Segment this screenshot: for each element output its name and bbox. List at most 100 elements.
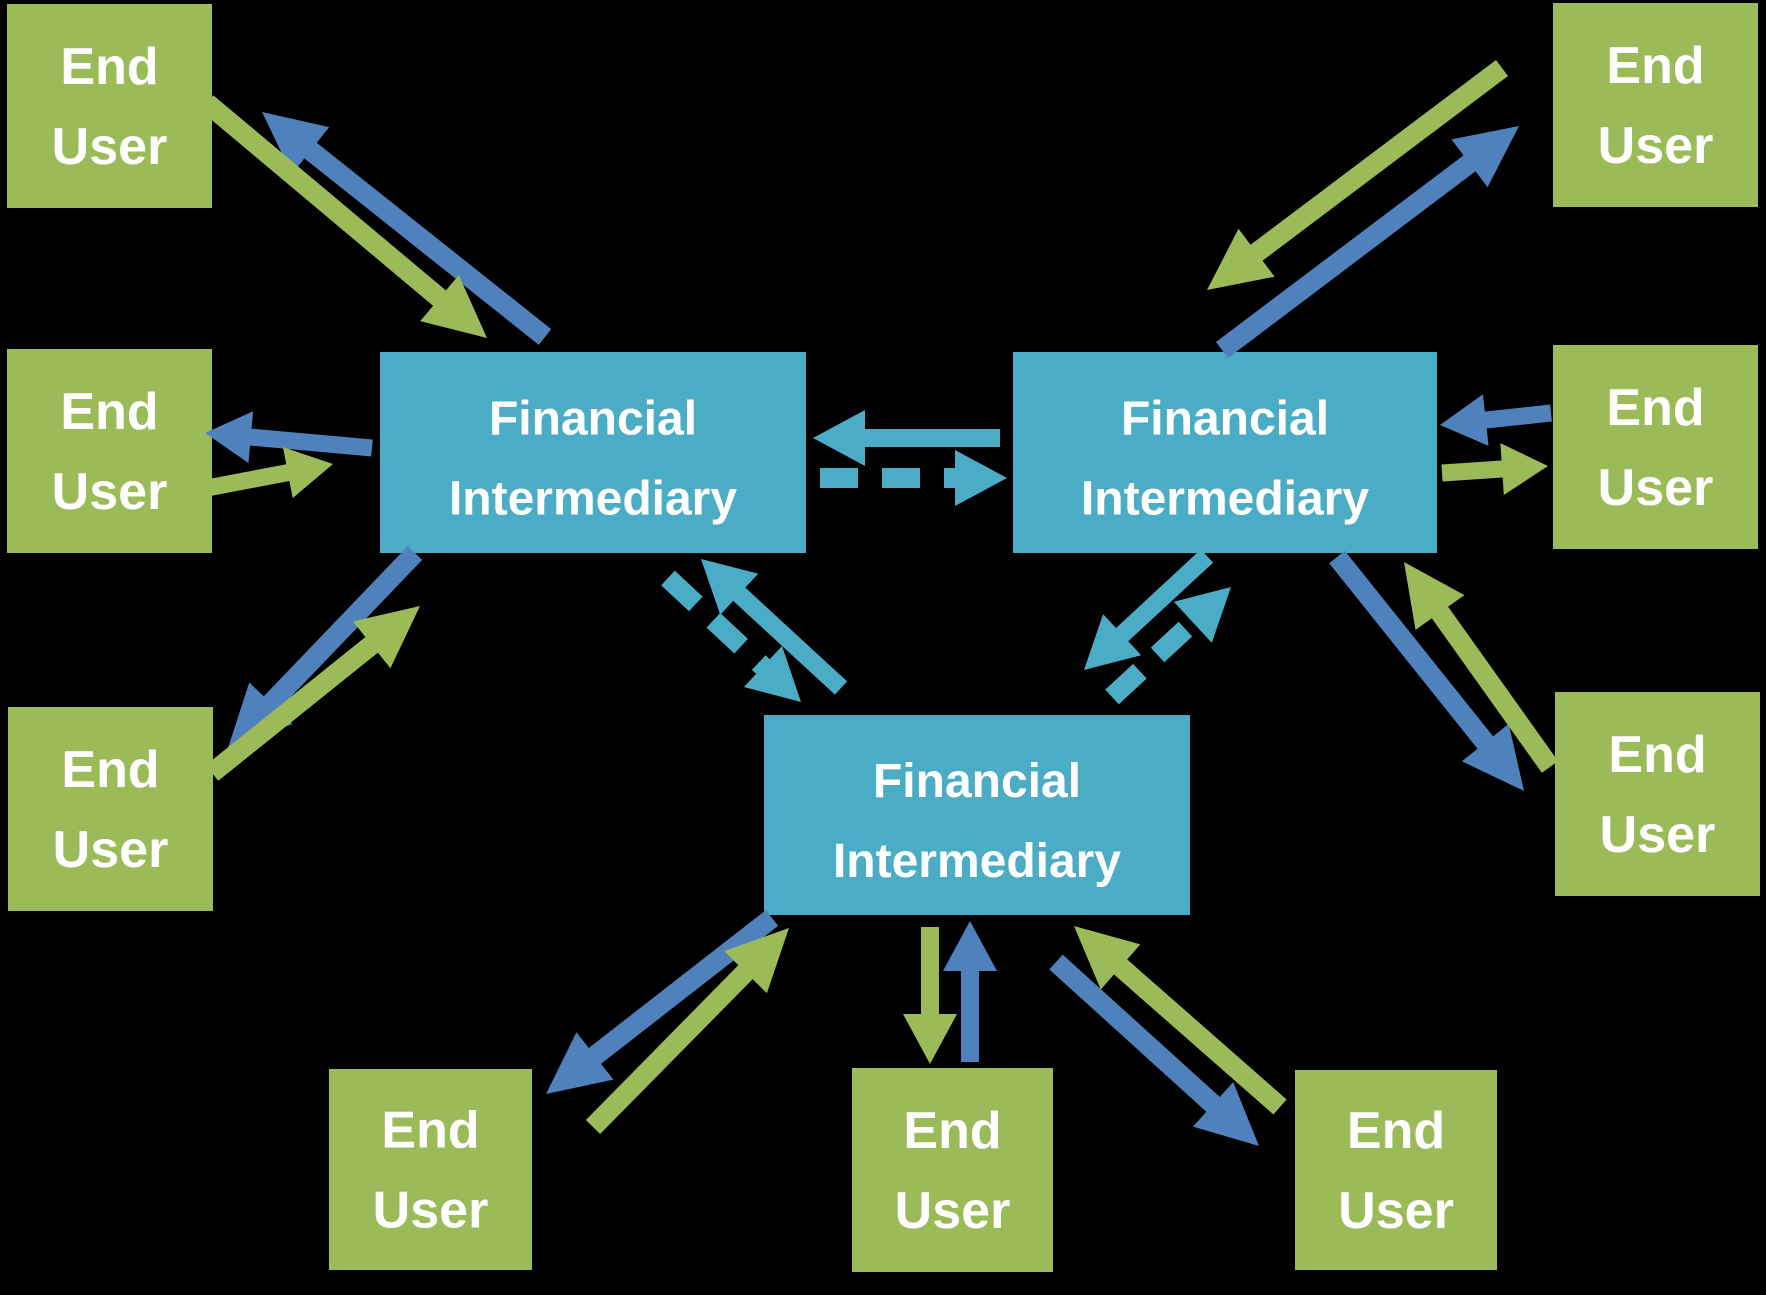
arrow-eu-bottom-center-to-fi-bottom-blue: [943, 921, 997, 1062]
arrow-fi-bottom-to-fi-left-teal-solid-shaft: [730, 584, 848, 695]
arrow-fi-right-to-eu-low-right-blue-head: [1461, 723, 1524, 791]
node-box-eu-bottom-left: [329, 1069, 532, 1270]
arrow-fi-right-to-eu-low-right-blue: [1329, 550, 1524, 791]
arrow-fi-bottom-to-fi-left-teal-solid-head: [701, 559, 759, 615]
arrow-fi-right-to-fi-left-teal-solid-head: [813, 410, 865, 466]
arrow-fi-bottom-to-fi-right-teal-dashed: [1105, 587, 1231, 705]
arrow-fi-bottom-to-eu-bottom-left-blue: [546, 910, 779, 1094]
arrow-fi-right-to-fi-bottom-teal-solid: [1084, 549, 1214, 670]
node-box-eu-low-left: [8, 707, 213, 911]
arrow-fi-bottom-to-fi-left-teal-solid: [701, 559, 848, 695]
arrow-eu-low-right-to-fi-right-green-head: [1404, 562, 1465, 630]
arrow-eu-mid-left-to-fi-left-green: [205, 447, 333, 499]
arrow-fi-right-to-eu-mid-right-green: [1441, 443, 1548, 495]
arrow-fi-bottom-to-eu-bottom-left-blue-shaft: [585, 910, 779, 1067]
arrow-eu-bottom-right-to-fi-bottom-green-head: [1074, 926, 1141, 990]
arrow-fi-left-to-fi-bottom-teal-dashed-shaft: [661, 570, 773, 677]
arrow-eu-top-left-to-fi-left-green: [200, 95, 487, 338]
arrow-eu-bottom-right-to-fi-bottom-green-shaft: [1110, 956, 1287, 1115]
arrow-fi-right-to-eu-top-right-blue-shaft: [1215, 152, 1479, 358]
node-box-eu-mid-right: [1553, 345, 1758, 549]
arrow-eu-top-left-to-fi-left-green-head: [420, 275, 487, 338]
arrow-fi-left-to-eu-top-left-blue: [262, 112, 552, 345]
arrow-eu-top-right-to-fi-right-green-head: [1207, 228, 1275, 290]
arrow-fi-left-to-fi-right-teal-dashed: [820, 450, 1007, 506]
arrow-fi-left-to-eu-low-left-blue: [228, 546, 423, 748]
arrow-fi-bottom-to-eu-bottom-right-blue-head: [1192, 1082, 1259, 1146]
arrow-fi-bottom-to-eu-bottom-left-blue-head: [546, 1032, 614, 1094]
node-box-fi-bottom: [764, 715, 1190, 915]
arrow-eu-mid-right-to-fi-right-blue-head: [1440, 394, 1489, 446]
arrow-eu-low-left-to-fi-left-green-head: [352, 606, 420, 669]
arrow-eu-low-right-to-fi-right-green-shaft: [1429, 603, 1559, 773]
arrow-eu-top-left-to-fi-left-green-shaft: [200, 95, 450, 309]
arrow-eu-low-left-to-fi-left-green: [205, 606, 420, 781]
node-box-eu-low-right: [1555, 692, 1760, 896]
arrow-eu-low-left-to-fi-left-green-shaft: [205, 634, 382, 781]
arrow-eu-bottom-left-to-fi-bottom-green-shaft: [585, 962, 756, 1135]
arrow-fi-bottom-to-fi-right-teal-dashed-shaft: [1105, 612, 1203, 705]
node-box-eu-top-right: [1553, 3, 1758, 207]
node-box-eu-top-left: [7, 4, 212, 208]
arrow-fi-left-to-eu-low-left-blue-head: [228, 682, 293, 748]
arrow-fi-bottom-to-eu-bottom-right-blue-shaft: [1049, 954, 1223, 1115]
arrow-fi-right-to-eu-mid-right-green-shaft: [1441, 460, 1507, 482]
arrow-fi-left-to-eu-top-left-blue-head: [262, 112, 330, 175]
node-box-eu-bottom-right: [1295, 1070, 1497, 1270]
arrow-fi-bottom-to-eu-bottom-right-blue: [1049, 954, 1259, 1146]
arrow-fi-left-to-eu-low-left-blue-shaft: [260, 546, 423, 714]
arrow-fi-bottom-to-eu-bottom-center-green: [903, 927, 957, 1064]
node-box-eu-bottom-center: [852, 1068, 1053, 1272]
node-box-fi-left: [380, 352, 806, 553]
arrow-eu-bottom-left-to-fi-bottom-green-head: [724, 928, 789, 994]
arrow-eu-top-right-to-fi-right-green: [1207, 60, 1509, 290]
arrow-eu-mid-right-to-fi-right-blue-shaft: [1480, 404, 1552, 429]
arrow-eu-mid-left-to-fi-left-green-shaft: [205, 463, 294, 497]
arrow-fi-right-to-eu-mid-right-green-head: [1500, 443, 1548, 495]
arrow-eu-top-right-to-fi-right-green-shaft: [1247, 60, 1509, 264]
arrow-eu-bottom-center-to-fi-bottom-blue-head: [943, 921, 997, 971]
arrow-fi-left-to-fi-bottom-teal-dashed: [661, 570, 801, 702]
node-box-fi-right: [1013, 352, 1437, 553]
arrow-eu-mid-left-to-fi-left-green-head: [282, 447, 333, 499]
arrow-fi-right-to-fi-bottom-teal-solid-head: [1084, 614, 1142, 670]
arrow-fi-left-to-eu-mid-left-blue-head: [205, 411, 254, 464]
arrow-fi-left-to-eu-mid-left-blue-shaft: [246, 428, 373, 457]
arrow-eu-bottom-left-to-fi-bottom-green: [585, 928, 789, 1135]
arrow-fi-right-to-fi-bottom-teal-solid-shaft: [1113, 549, 1214, 644]
arrow-fi-right-to-eu-top-right-blue-head: [1451, 126, 1519, 188]
arrow-fi-right-to-fi-left-teal-solid: [813, 410, 1000, 466]
arrow-fi-bottom-to-fi-right-teal-dashed-head: [1173, 587, 1231, 643]
arrow-fi-right-to-eu-low-right-blue-shaft: [1329, 550, 1496, 752]
node-box-eu-mid-left: [7, 349, 212, 553]
arrow-fi-left-to-fi-bottom-teal-dashed-head: [743, 646, 801, 702]
arrow-fi-left-to-fi-right-teal-dashed-head: [955, 450, 1007, 506]
arrow-eu-low-right-to-fi-right-green: [1404, 562, 1559, 773]
arrow-fi-bottom-to-eu-bottom-center-green-head: [903, 1014, 957, 1064]
arrow-fi-right-to-eu-top-right-blue: [1215, 126, 1519, 358]
